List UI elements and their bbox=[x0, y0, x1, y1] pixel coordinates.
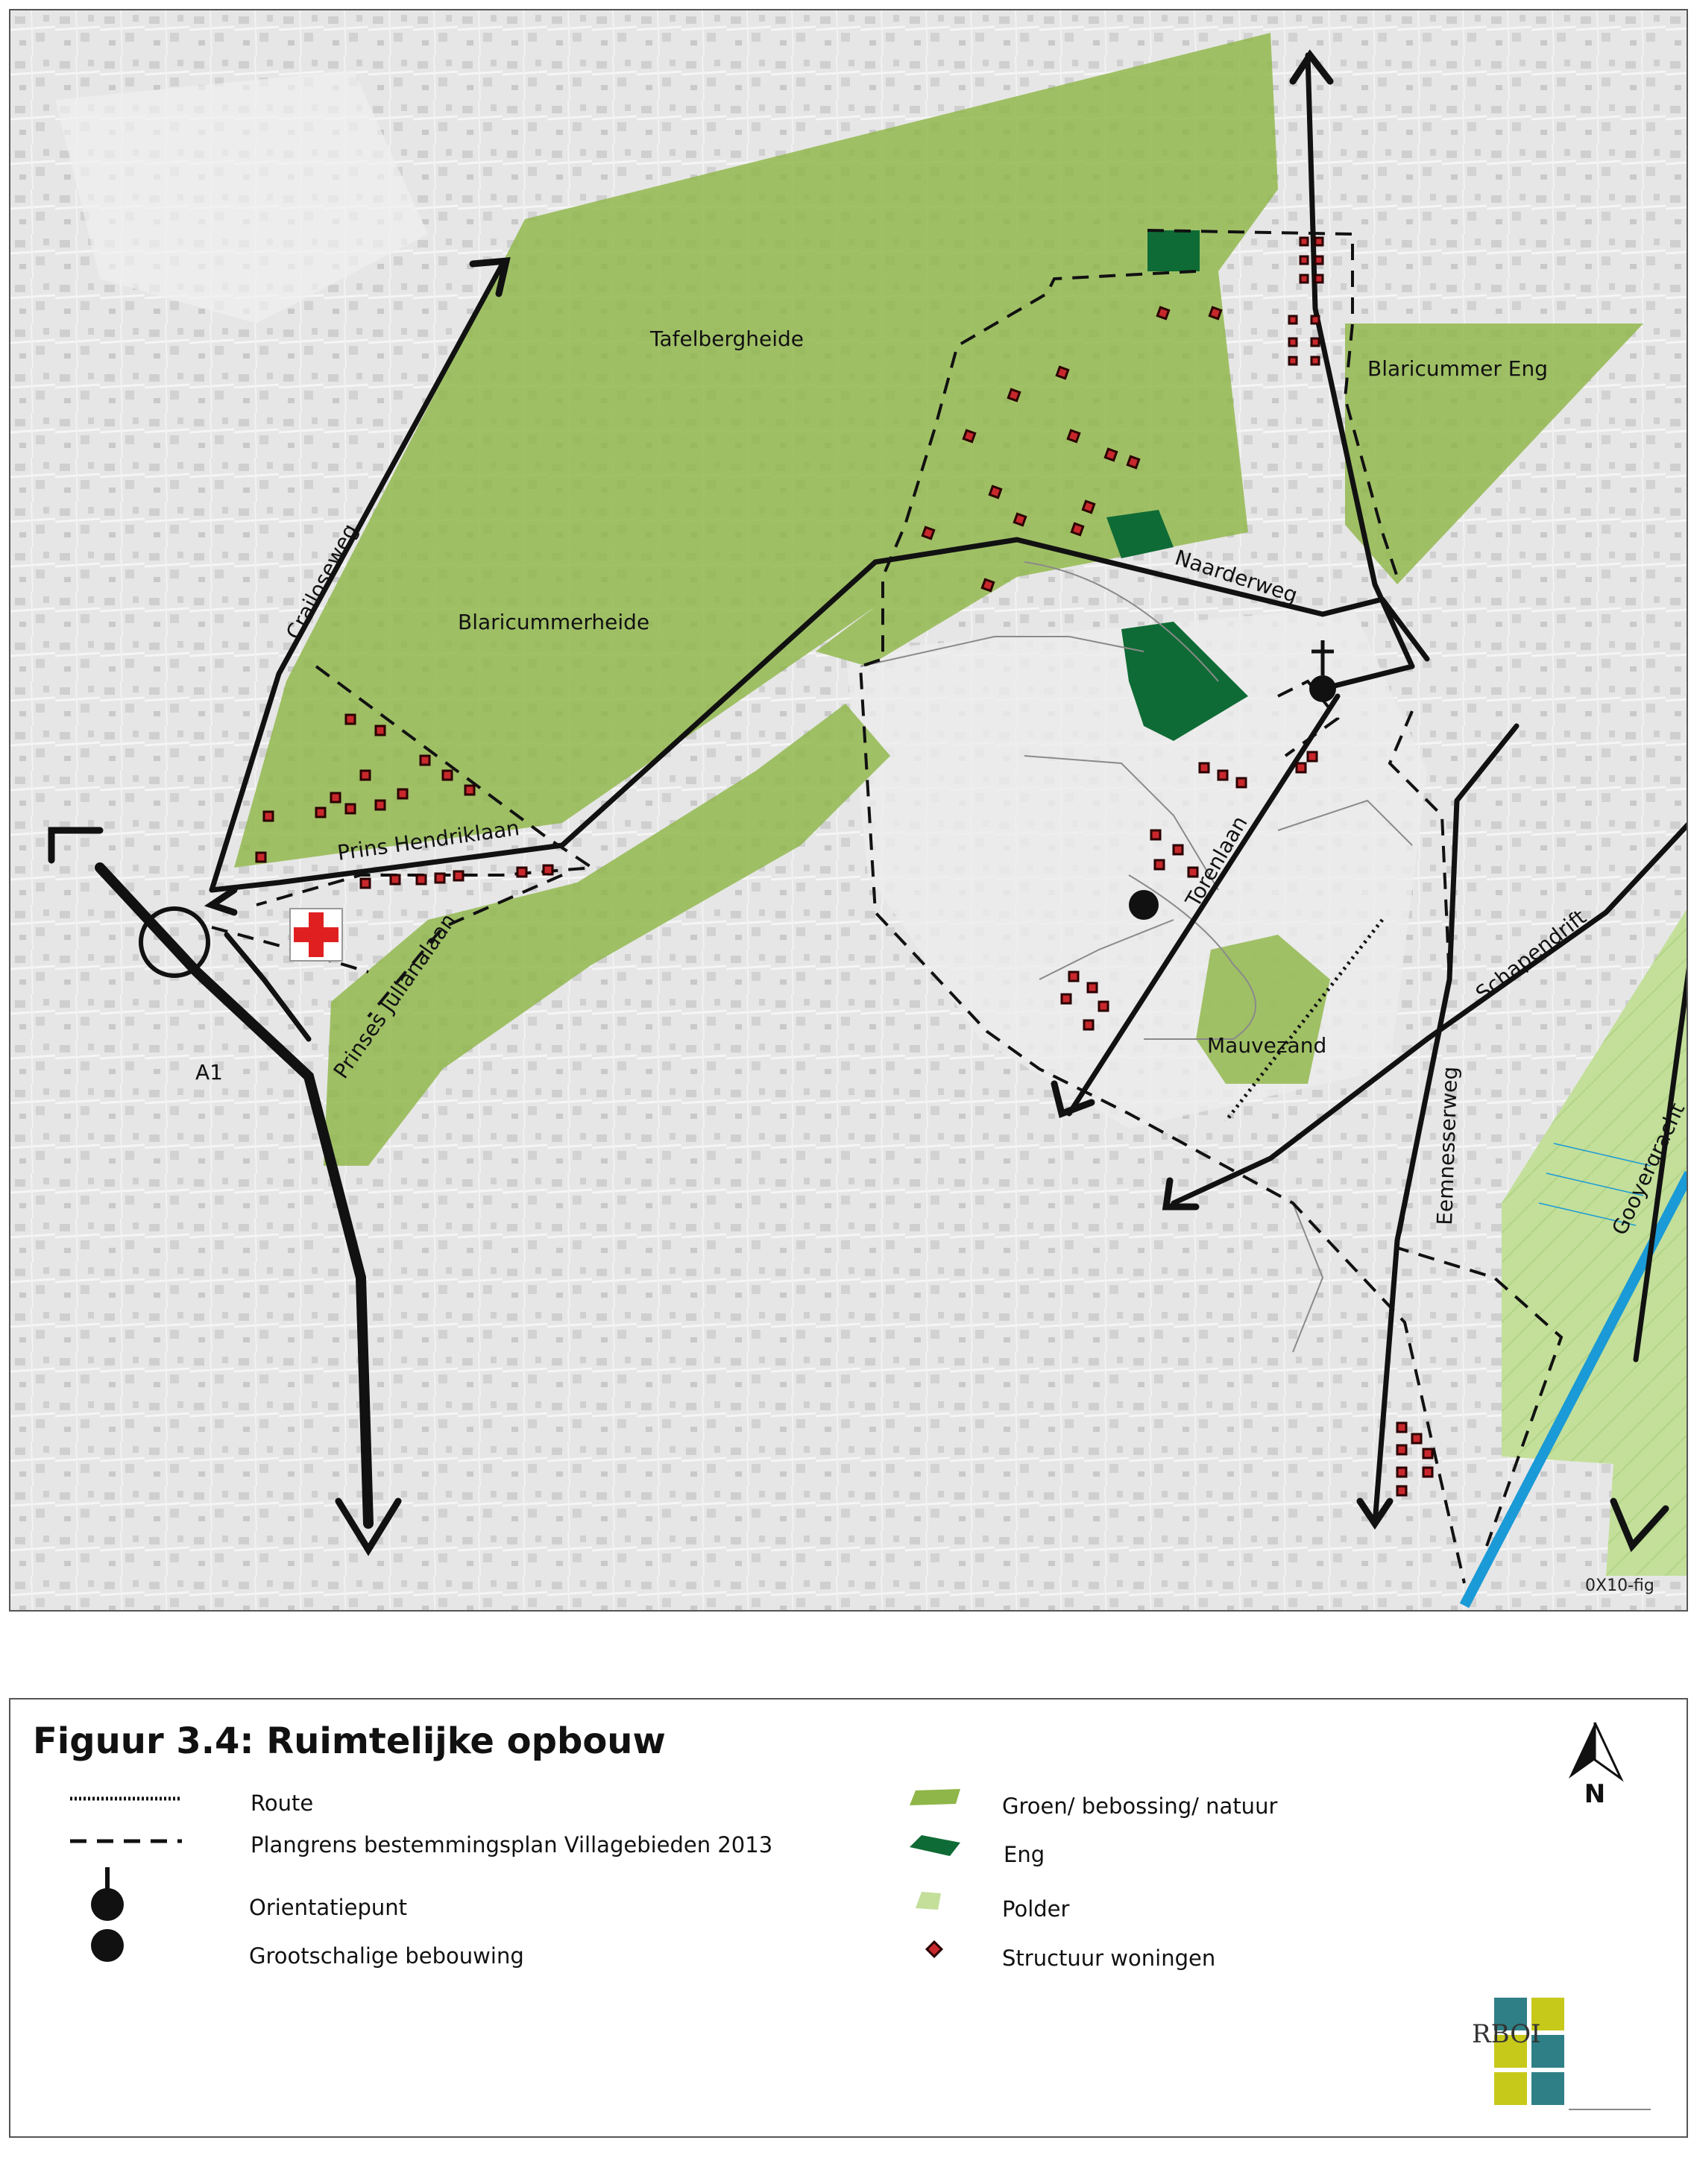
green-area-mauvezand bbox=[1196, 935, 1330, 1084]
eng-area-torenlaan bbox=[1121, 622, 1248, 741]
legend-groen-label: Groen/ bebossing/ natuur bbox=[1002, 1793, 1278, 1819]
legend-groen-symbol bbox=[910, 1789, 960, 1805]
arrow-torenlaan-icon bbox=[1051, 1080, 1095, 1118]
arrow-north-icon bbox=[1289, 49, 1334, 85]
arrow-crailoseweg-icon bbox=[469, 256, 511, 297]
structure-houses bbox=[255, 236, 1434, 1497]
label-blaricummer-eng: Blaricummer Eng bbox=[1367, 356, 1548, 381]
eng-area-north bbox=[1147, 230, 1200, 271]
north-label: N bbox=[1584, 1779, 1605, 1808]
legend-structuur-symbol bbox=[925, 1940, 944, 1959]
legend-grootschalige-label: Grootschalige bebouwing bbox=[249, 1943, 524, 1969]
torenlaan-road bbox=[1066, 693, 1341, 1117]
arrow-schapendrift-icon bbox=[1162, 1177, 1200, 1211]
legend-polder-symbol bbox=[916, 1892, 941, 1910]
legend-polder-label: Polder bbox=[1002, 1896, 1070, 1922]
arrow-west-icon bbox=[48, 827, 104, 864]
green-area-blaricummer-eng bbox=[1345, 324, 1643, 584]
east-edge-road bbox=[1633, 967, 1687, 1363]
a1-motorway bbox=[95, 862, 374, 1529]
red-cross-icon bbox=[289, 908, 343, 962]
arrow-interchange-icon bbox=[204, 886, 238, 916]
label-blaricummerheide: Blaricummerheide bbox=[458, 610, 649, 634]
arrow-east-south-icon bbox=[1610, 1497, 1669, 1553]
label-mauvezand: Mauvezand bbox=[1207, 1033, 1326, 1058]
eemnesserweg-road bbox=[1372, 723, 1520, 1527]
legend-plangrens-label: Plangrens bestemmingsplan Villagebieden … bbox=[251, 1832, 773, 1858]
green-area-tafelbergheide-blaricummerheide bbox=[234, 33, 1278, 868]
map-canvas: Tafelbergheide Blaricummer Eng Blaricumm… bbox=[10, 10, 1687, 1610]
polder-area bbox=[1502, 909, 1687, 1576]
legend-orientatiepunt-label: Orientatiepunt bbox=[249, 1895, 407, 1920]
label-tafelbergheide: Tafelbergheide bbox=[649, 326, 804, 351]
legend-route-label: Route bbox=[251, 1790, 314, 1816]
eng-area-naarderweg bbox=[1106, 510, 1174, 558]
arrow-a1-south-icon bbox=[335, 1497, 402, 1556]
logo-text: RBOI bbox=[1472, 2019, 1541, 2049]
legend-eng-symbol bbox=[910, 1835, 960, 1856]
legend-orientatiepunt-symbol bbox=[91, 1867, 124, 1921]
legend-grootschalige-symbol bbox=[91, 1929, 124, 1962]
label-eemnesserweg: Eemnesserweg bbox=[1432, 1066, 1462, 1225]
legend-eng-label: Eng bbox=[1004, 1842, 1045, 1867]
figure-code: 0X10-fig bbox=[1585, 1577, 1654, 1595]
legend-structuur-label: Structuur woningen bbox=[1002, 1945, 1216, 1971]
label-a1: A1 bbox=[195, 1060, 223, 1085]
polder-ditches bbox=[1538, 1143, 1651, 1226]
residential-area-northwest bbox=[55, 70, 428, 324]
north-route-road bbox=[1305, 52, 1415, 692]
legend-route-symbol bbox=[70, 1796, 182, 1801]
route-arrowheads bbox=[48, 49, 1669, 1556]
a1-interchange-circle bbox=[139, 906, 210, 978]
church-cross-icon bbox=[1309, 640, 1336, 702]
crailoseweg-road bbox=[209, 261, 506, 893]
map-frame: Tafelbergheide Blaricummer Eng Blaricumm… bbox=[9, 9, 1688, 1612]
legend-plangrens-symbol bbox=[70, 1839, 182, 1843]
minor-streets bbox=[860, 561, 1413, 1353]
figure-title: Figuur 3.4: Ruimtelijke opbouw bbox=[33, 1720, 666, 1762]
north-arrow-icon: N bbox=[1569, 1722, 1624, 1808]
grootschalige-bebouwing-marker bbox=[1129, 890, 1159, 920]
naarderweg-prins-hendriklaan-road bbox=[209, 537, 1430, 893]
legend-panel: Figuur 3.4: Ruimtelijke opbouw N Route P… bbox=[9, 1698, 1688, 2138]
julianalaan-link-road bbox=[224, 932, 312, 1042]
arrow-eemnesserweg-icon bbox=[1356, 1497, 1394, 1530]
main-roads bbox=[209, 52, 1687, 1527]
dotted-route bbox=[1224, 918, 1384, 1123]
green-area-south bbox=[324, 704, 890, 1166]
rboi-logo: RBOI bbox=[1472, 1998, 1651, 2110]
schapendrift-road bbox=[1171, 822, 1687, 1206]
